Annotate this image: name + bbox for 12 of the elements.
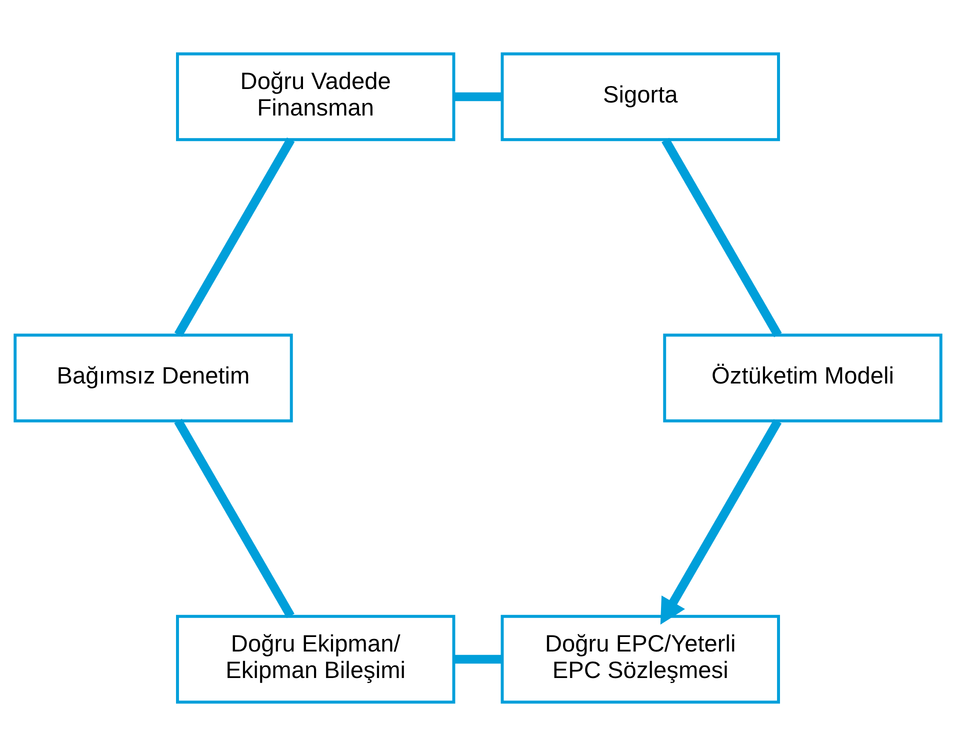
connector bbox=[454, 654, 502, 664]
node-box: Doğru Vadede Finansman bbox=[176, 52, 455, 142]
connector bbox=[661, 138, 782, 338]
node-box: Bağımsız Denetim bbox=[13, 334, 292, 422]
connector bbox=[453, 92, 502, 102]
node-box: Sigorta bbox=[500, 52, 780, 142]
connector bbox=[174, 137, 294, 337]
node-box: Doğru EPC/Yeterli EPC Sözleşmesi bbox=[500, 614, 780, 704]
node-box: Doğru Ekipman/ Ekipman Bileşimi bbox=[176, 614, 455, 704]
connector bbox=[174, 418, 294, 618]
node-box: Öztüketim Modeli bbox=[662, 334, 942, 422]
arrow bbox=[660, 419, 782, 625]
